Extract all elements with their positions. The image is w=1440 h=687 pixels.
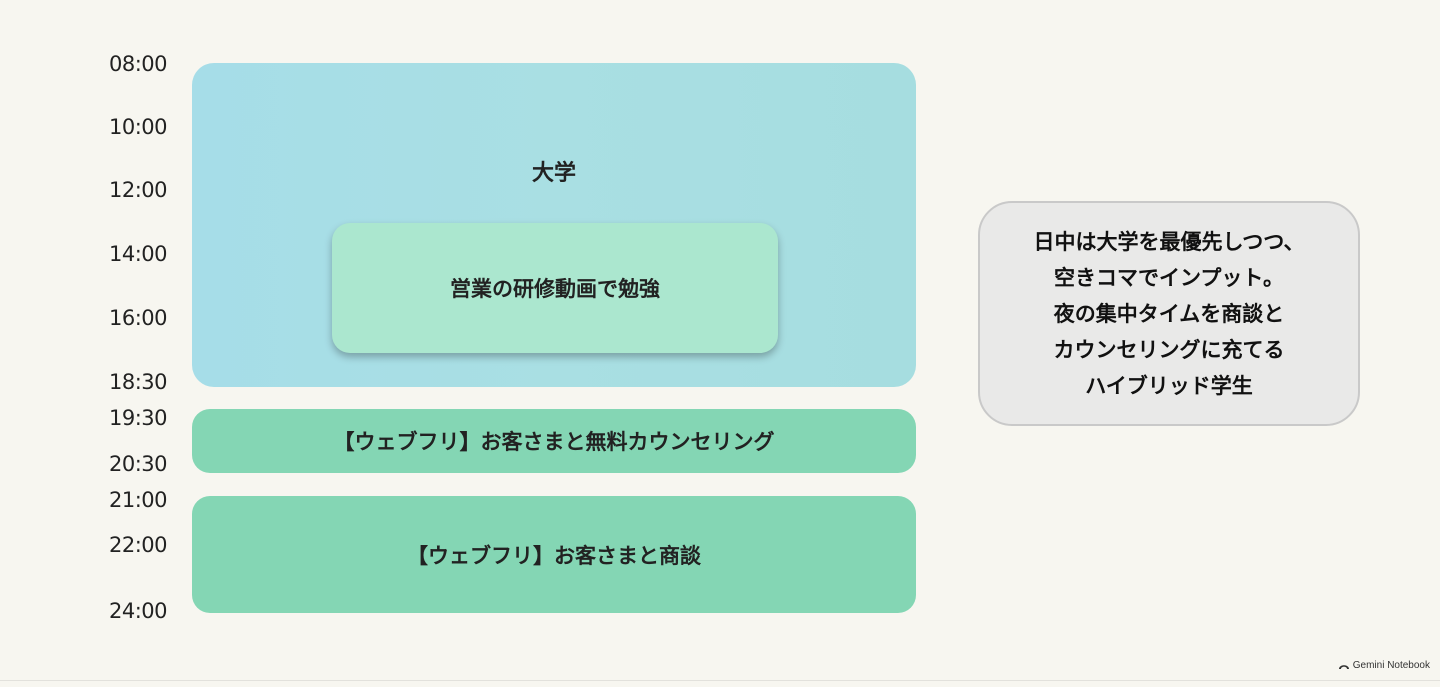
- note-line: ハイブリッド学生: [1085, 373, 1253, 398]
- notebook-logo-icon: [1338, 664, 1349, 669]
- time-label-1600: 16:00: [108, 306, 168, 330]
- counseling-label: 【ウェブフリ】お客さまと無料カウンセリング: [333, 430, 775, 454]
- negotiation-block: 【ウェブフリ】お客さまと商談: [192, 496, 916, 613]
- time-label-2030: 20:30: [108, 452, 168, 476]
- time-label-1930: 19:30: [108, 406, 168, 430]
- summary-note: 日中は大学を最優先しつつ、 空きコマでインプット。 夜の集中タイムを商談と カウ…: [978, 201, 1360, 426]
- time-label-2100: 21:00: [108, 488, 168, 512]
- note-line: 空きコマでインプット。: [1054, 265, 1284, 290]
- bottom-divider: [0, 680, 1440, 681]
- watermark: Gemini Notebook: [1338, 660, 1430, 671]
- study-block: 営業の研修動画で勉強: [332, 223, 778, 353]
- counseling-block: 【ウェブフリ】お客さまと無料カウンセリング: [192, 409, 916, 473]
- time-label-1830: 18:30: [108, 370, 168, 394]
- time-label-2200: 22:00: [108, 533, 168, 557]
- time-label-1000: 10:00: [108, 115, 168, 139]
- negotiation-label: 【ウェブフリ】お客さまと商談: [407, 543, 701, 568]
- time-label-2400: 24:00: [108, 599, 168, 623]
- note-line: 夜の集中タイムを商談と: [1053, 301, 1285, 326]
- note-line: カウンセリングに充てる: [1053, 337, 1285, 362]
- watermark-text: Gemini Notebook: [1352, 660, 1430, 671]
- time-label-1400: 14:00: [108, 242, 168, 266]
- time-label-0800: 08:00: [108, 52, 168, 76]
- note-line: 日中は大学を最優先しつつ、: [1033, 229, 1305, 254]
- time-label-1200: 12:00: [108, 178, 168, 202]
- university-label: 大学: [531, 161, 576, 186]
- study-label: 営業の研修動画で勉強: [450, 277, 660, 301]
